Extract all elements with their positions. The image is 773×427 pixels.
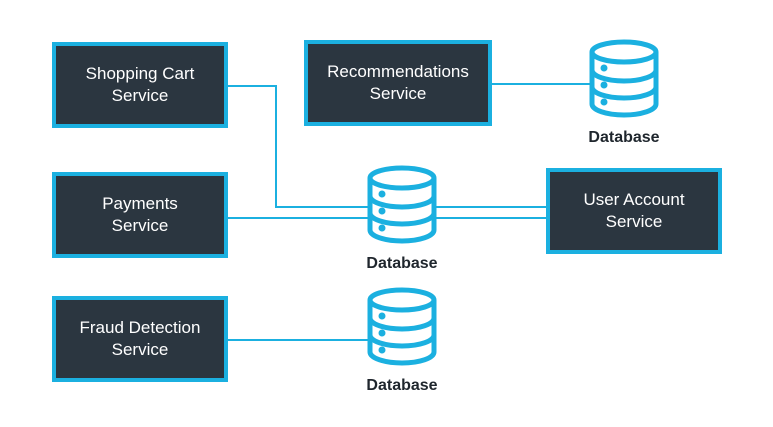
database-icon bbox=[367, 165, 437, 244]
fraud-detection-service-label: Fraud Detection Service bbox=[79, 318, 201, 359]
connector-shopping-cart-to-shared-db bbox=[228, 85, 370, 208]
shopping-cart-service-label: Shopping Cart Service bbox=[85, 64, 195, 105]
shared-database-label: Database bbox=[366, 255, 438, 272]
recommendations-database-label: Database bbox=[588, 129, 660, 146]
database-icon bbox=[589, 39, 659, 118]
shopping-cart-service-box: Shopping Cart Service bbox=[52, 42, 228, 128]
user-account-service-label: User Account Service bbox=[583, 190, 685, 231]
database-icon bbox=[367, 287, 437, 366]
fraud-database-label: Database bbox=[366, 377, 438, 394]
recommendations-service-label: Recommendations Service bbox=[327, 62, 469, 103]
fraud-detection-service-box: Fraud Detection Service bbox=[52, 296, 228, 382]
recommendations-service-box: Recommendations Service bbox=[304, 40, 492, 126]
payments-service-label: Payments Service bbox=[102, 194, 178, 235]
user-account-service-box: User Account Service bbox=[546, 168, 722, 254]
payments-service-box: Payments Service bbox=[52, 172, 228, 258]
